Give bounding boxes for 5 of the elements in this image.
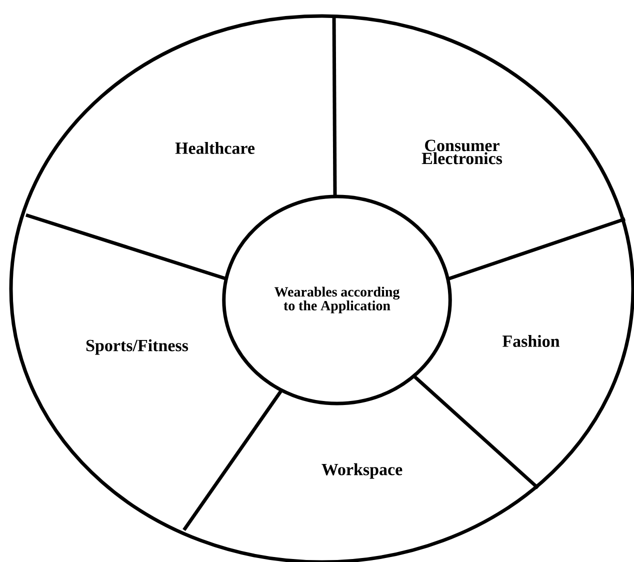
segment-label: Fashion (502, 335, 560, 347)
segment-label: Workspace (322, 463, 402, 479)
segment-label: Healthcare (175, 142, 255, 154)
segment-label: Consumer Electronics (422, 140, 502, 164)
segment-label: Sports/Fitness (86, 339, 188, 355)
